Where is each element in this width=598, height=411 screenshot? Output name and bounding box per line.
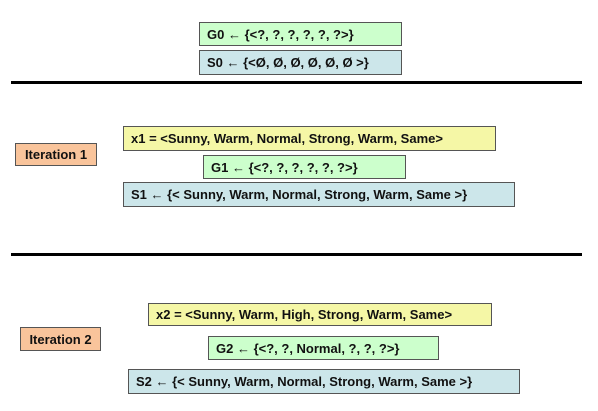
iteration-2-label: Iteration 2 [20, 327, 101, 351]
g2-general-boundary: G2 ← {<?, ?, Normal, ?, ?, ?>} [208, 336, 439, 360]
g0-general-boundary: G0 ← {<?, ?, ?, ?, ?, ?>} [199, 22, 402, 46]
s2-specific-boundary: S2 ← {< Sunny, Warm, Normal, Strong, War… [128, 369, 520, 394]
iteration-1-label: Iteration 1 [15, 143, 97, 166]
s1-specific-boundary: S1 ← {< Sunny, Warm, Normal, Strong, War… [123, 182, 515, 207]
x1-training-example: x1 = <Sunny, Warm, Normal, Strong, Warm,… [123, 126, 496, 151]
separator-line-2 [11, 253, 582, 256]
s0-specific-boundary: S0 ← {<Ø, Ø, Ø, Ø, Ø, Ø >} [199, 50, 402, 75]
separator-line-1 [11, 81, 582, 84]
g1-general-boundary: G1 ← {<?, ?, ?, ?, ?, ?>} [203, 155, 406, 179]
x2-training-example: x2 = <Sunny, Warm, High, Strong, Warm, S… [148, 303, 492, 326]
